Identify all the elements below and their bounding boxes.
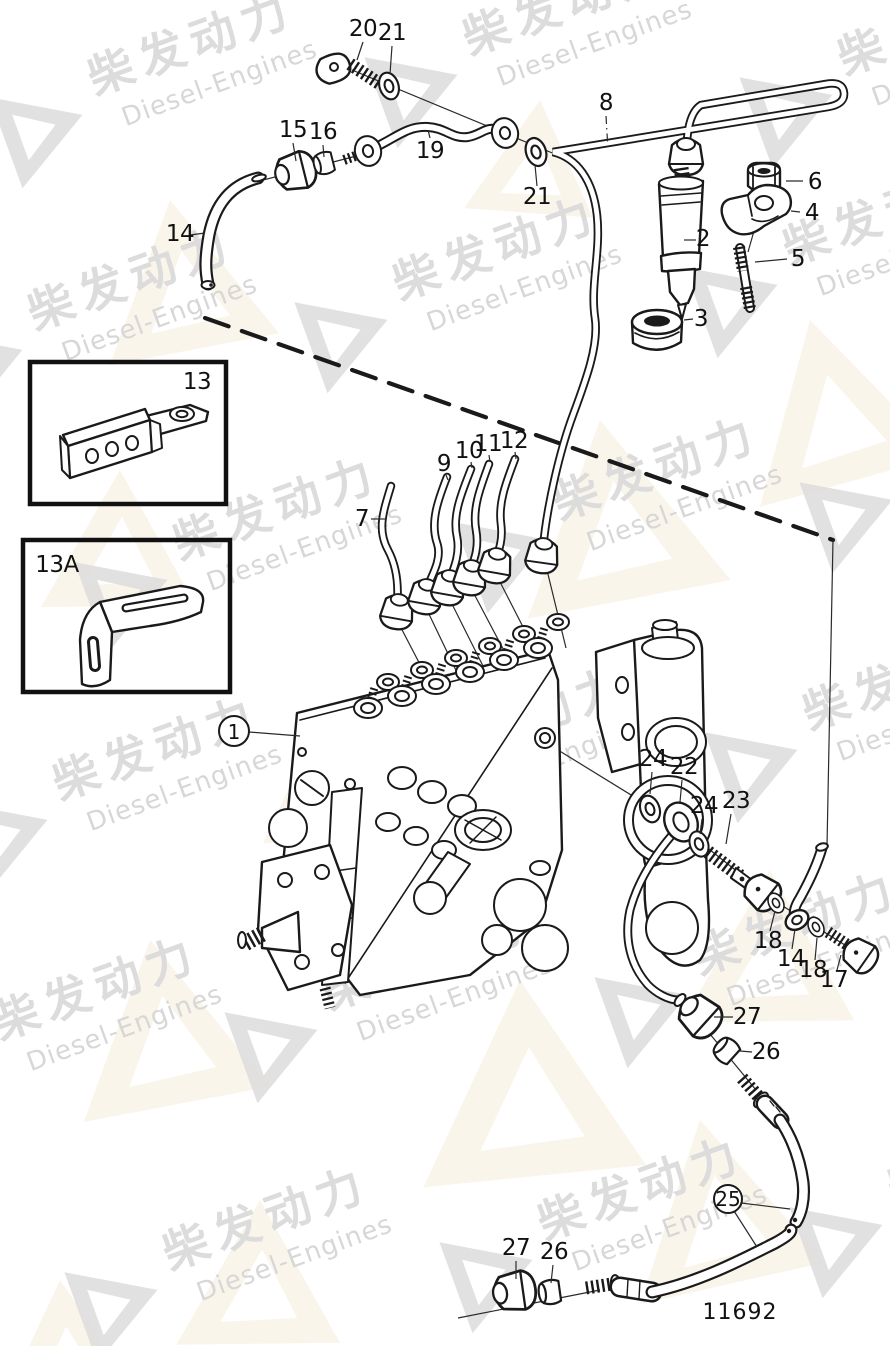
callout-16: 16 — [309, 119, 337, 145]
banjo-bolt-23 — [703, 846, 788, 918]
callout-13a: 13A — [35, 552, 79, 578]
callout-20: 20 — [349, 16, 377, 42]
callout-1-circled: 1 — [218, 715, 250, 747]
clamp-4 — [720, 183, 793, 236]
watermark-logo-icon — [0, 69, 100, 189]
callout-15: 15 — [279, 117, 307, 143]
figure-number: 11692 — [703, 1300, 778, 1325]
callout-3: 3 — [694, 306, 708, 332]
callout-22: 22 — [670, 754, 698, 780]
inset-box-13a — [20, 537, 233, 695]
hose-25-lower — [585, 1223, 798, 1303]
pipe-12 — [475, 454, 520, 587]
callout-21-mid: 21 — [523, 184, 551, 210]
callout-9: 9 — [437, 451, 451, 477]
callout-labels: 20 21 15 16 14 19 21 8 2 3 6 4 5 13 13A … — [35, 16, 848, 1325]
callout-18-right: 18 — [799, 957, 827, 983]
callout-14-right: 14 — [777, 946, 805, 972]
callout-25-circled: 25 — [713, 1184, 743, 1214]
injector-2 — [657, 136, 705, 320]
watermark-logo-icon — [704, 704, 815, 824]
callout-10: 10 — [455, 438, 483, 464]
callout-24-lower: 24 — [690, 793, 718, 819]
sleeve-26-lower — [536, 1277, 563, 1307]
callout-7: 7 — [355, 506, 369, 532]
injection-pipes — [377, 454, 520, 633]
inset-box-13 — [27, 359, 229, 507]
callout-17: 17 — [820, 967, 848, 993]
nut-27-lower — [489, 1267, 540, 1315]
callout-23: 23 — [722, 788, 750, 814]
hose-14-left — [199, 171, 267, 291]
watermark-logo-icon — [0, 774, 65, 894]
pipe-11 — [450, 459, 494, 599]
callout-21-top: 21 — [378, 20, 406, 46]
seal-3 — [630, 308, 684, 351]
leak-off-line-19 — [342, 117, 520, 167]
callout-leaders — [189, 41, 842, 1284]
hose-25-upper — [737, 1073, 810, 1229]
watermark-text-cn: 柴发动力 — [830, 0, 890, 85]
callout-6: 6 — [808, 169, 822, 195]
callout-27-upper: 27 — [733, 1004, 761, 1030]
callout-26-upper: 26 — [752, 1039, 780, 1065]
watermark-text-cn: 柴发动力 — [795, 616, 890, 741]
dashed-reference-line — [202, 315, 836, 847]
callout-19: 19 — [416, 138, 444, 164]
banjo-bolt-20 — [315, 52, 384, 90]
callout-25: 25 — [715, 1187, 740, 1211]
watermark-logo-icon — [439, 1214, 550, 1334]
callout-13: 13 — [183, 369, 211, 395]
callout-18-left: 18 — [754, 928, 782, 954]
callout-1: 1 — [228, 720, 241, 744]
stud-5 — [733, 243, 756, 313]
callout-12: 12 — [500, 428, 528, 454]
pipe-7 — [377, 481, 418, 633]
banjo-pipe-22 — [623, 801, 699, 1007]
callout-8: 8 — [599, 90, 613, 116]
callout-26-lower: 26 — [540, 1239, 568, 1265]
pipe-8 — [522, 79, 849, 577]
callout-27-lower: 27 — [502, 1235, 530, 1261]
callout-5: 5 — [791, 246, 805, 272]
bracket-13a — [78, 584, 205, 688]
callout-14-left: 14 — [166, 221, 194, 247]
pipe-9 — [405, 472, 452, 618]
sleeve-26-upper — [708, 1032, 743, 1067]
callout-2: 2 — [696, 226, 710, 252]
bracket-13 — [59, 403, 210, 480]
callout-24-upper: 24 — [639, 746, 667, 772]
hose-14-right — [784, 842, 829, 932]
pipe-10 — [428, 464, 476, 609]
callout-11: 11 — [474, 431, 502, 457]
callout-4: 4 — [805, 200, 819, 226]
watermark-logo-icon — [294, 274, 405, 394]
watermark-text-cn: 柴发动力 — [880, 1091, 890, 1216]
nut-6 — [746, 161, 782, 195]
